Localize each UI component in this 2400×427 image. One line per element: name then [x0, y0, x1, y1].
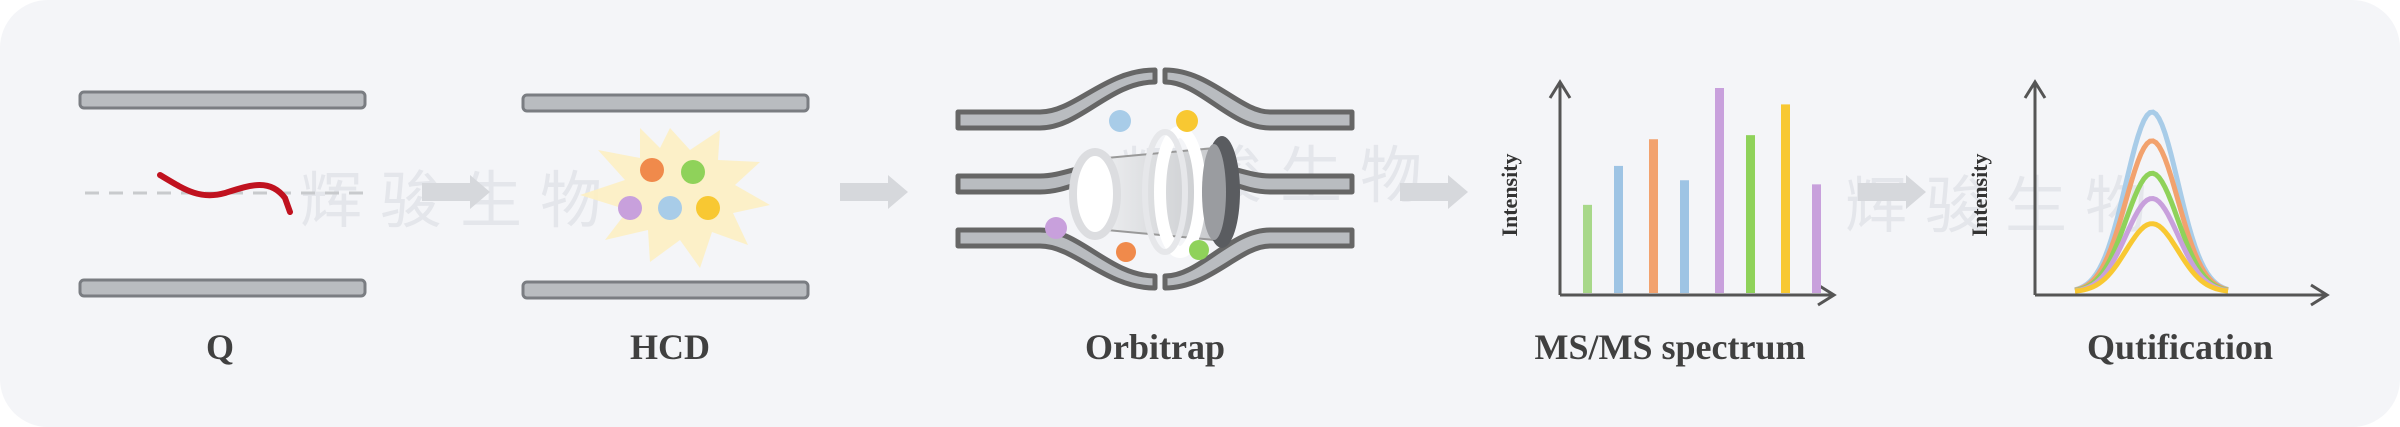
msms-y-axis-label: Intensity — [1497, 153, 1522, 237]
ion — [1176, 110, 1198, 132]
spectrum-bar — [1812, 184, 1821, 293]
x-axis-arrowhead — [1817, 283, 1837, 307]
peptide-strand — [157, 172, 293, 215]
stage-label-msms: MS/MS spectrum — [1534, 327, 1806, 367]
quadrupole — [78, 90, 367, 298]
ion — [1045, 217, 1067, 239]
orbitrap-ring — [1142, 129, 1188, 255]
orbitrap-electrode-bottom — [1162, 227, 1355, 291]
chromatogram-peak — [2074, 138, 2229, 293]
spectrum-bar — [1649, 139, 1658, 293]
stage-label-quantification: Qutification — [2087, 327, 2273, 367]
fragment-ion — [681, 160, 705, 184]
orbitrap-electrode-top — [955, 67, 1158, 131]
hcd-cell — [521, 93, 810, 300]
orbitrap-end-cap — [1202, 144, 1226, 240]
orbitrap-ring — [1154, 126, 1206, 258]
orbitrap-electrode-top — [1162, 67, 1355, 131]
quadrupole-bottom-plate — [78, 278, 367, 298]
arrow-right-icon — [1858, 175, 1926, 209]
quantification-chart — [2023, 79, 2330, 307]
fragment-ion — [658, 196, 682, 220]
orbitrap — [955, 67, 1355, 291]
arrow-right-icon — [840, 175, 908, 209]
spectrum-bar — [1715, 88, 1724, 293]
hcd-top-plate — [521, 93, 810, 113]
fragment-ion — [618, 196, 642, 220]
chromatogram-peak — [2074, 221, 2229, 294]
arrow-right-icon — [422, 175, 490, 209]
stage-label-hcd: HCD — [630, 327, 710, 367]
stage-label-orbitrap: Orbitrap — [1085, 327, 1225, 367]
chromatogram-peak — [2074, 195, 2229, 294]
msms-spectrum-chart — [1548, 79, 1837, 307]
spectrum-bar — [1680, 180, 1689, 293]
fragment-ion — [640, 158, 664, 182]
arrow-right-icon — [1400, 175, 1468, 209]
y-axis-arrowhead — [2023, 79, 2047, 99]
x-axis-arrowhead — [2310, 283, 2330, 307]
quadrupole-top-plate — [78, 90, 367, 110]
ion — [1109, 110, 1131, 132]
y-axis-arrowhead — [1548, 79, 1572, 99]
spectrum-bar — [1746, 135, 1755, 293]
spectrum-bar — [1583, 204, 1592, 293]
spectrum-bar — [1614, 165, 1623, 293]
quant-y-axis-label: Intensity — [1967, 153, 1992, 237]
orbitrap-electrode-bottom — [955, 227, 1158, 291]
spectrum-bar — [1781, 104, 1790, 294]
ion — [1116, 242, 1136, 262]
fragment-ion — [696, 196, 720, 220]
ion — [1189, 240, 1209, 260]
hcd-bottom-plate — [521, 280, 810, 300]
stage-label-q: Q — [205, 327, 234, 367]
orbitrap-ring — [1069, 148, 1121, 240]
